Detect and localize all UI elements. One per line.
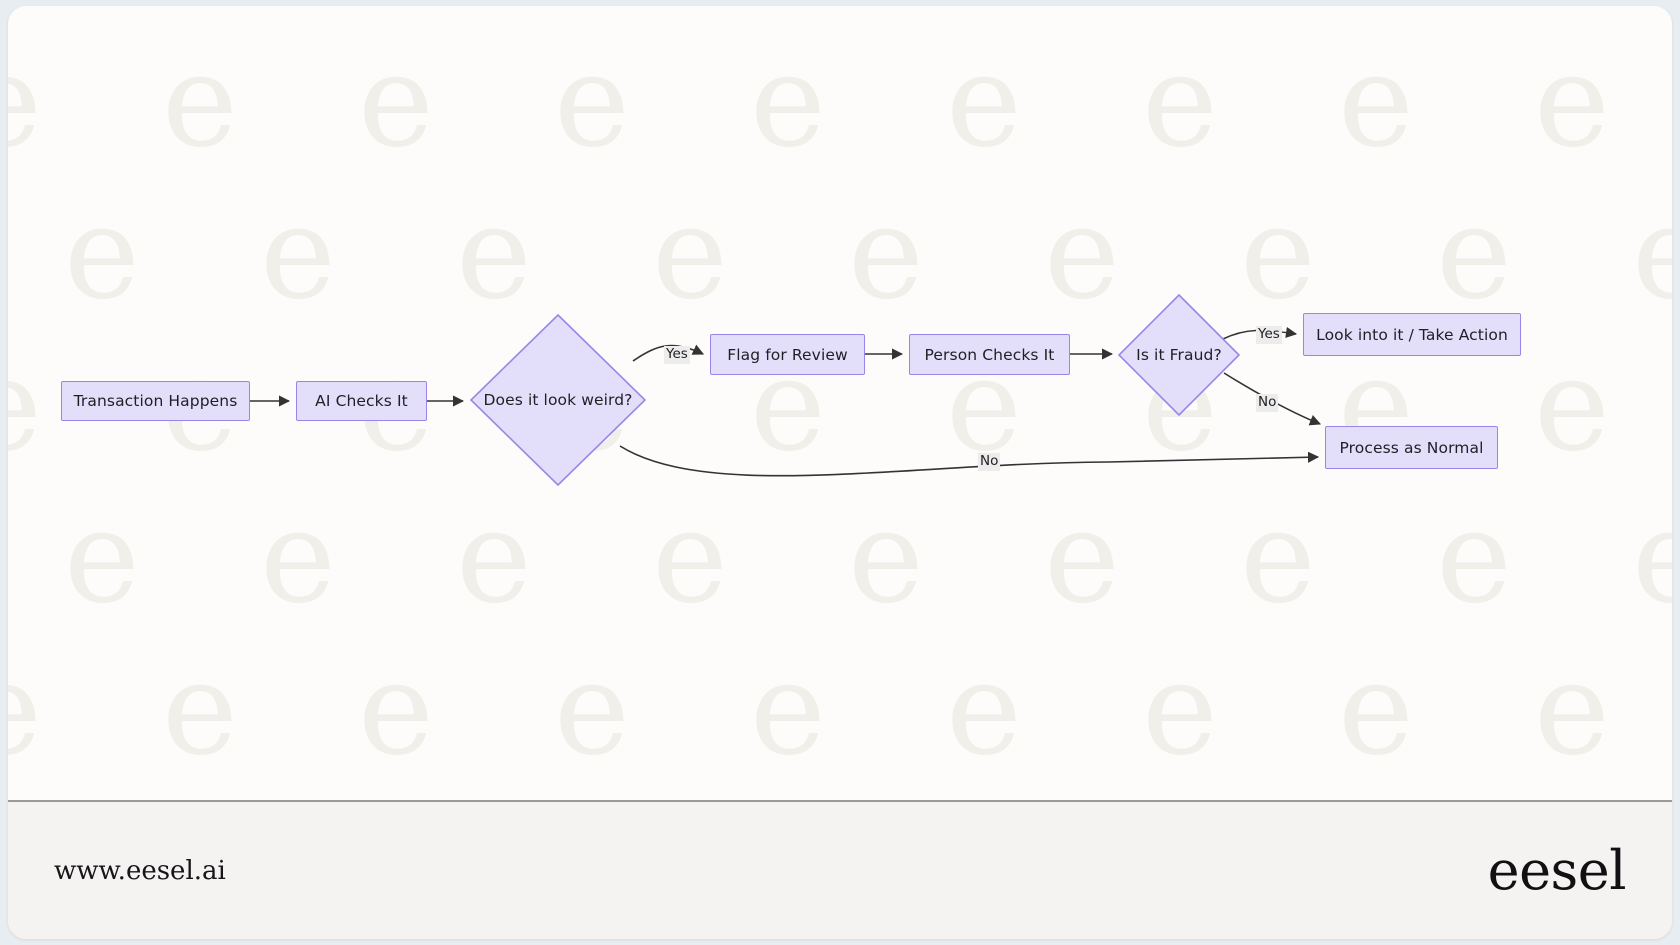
flowchart-canvas: Transaction Happens AI Checks It Does it… (8, 6, 1672, 800)
edge-fraud-yes-to-action (1222, 326, 1298, 340)
node-label: AI Checks It (315, 392, 408, 410)
edge-label-fraud-no: No (1256, 394, 1279, 412)
node-flag-for-review[interactable]: Flag for Review (710, 334, 865, 375)
node-process-as-normal[interactable]: Process as Normal (1325, 426, 1498, 469)
node-transaction-happens[interactable]: Transaction Happens (61, 381, 250, 421)
diamond-shape (1118, 294, 1240, 416)
eesel-logo: eesel (1487, 838, 1627, 902)
node-label: Flag for Review (727, 345, 848, 364)
edge-weird-no-to-process (619, 445, 1320, 477)
node-label: Process as Normal (1339, 438, 1484, 457)
footer-bar: www.eesel.ai eesel (8, 800, 1672, 939)
node-person-checks-it[interactable]: Person Checks It (909, 334, 1070, 375)
node-ai-checks-it[interactable]: AI Checks It (296, 381, 427, 421)
edge-label-weird-no: No (978, 453, 1001, 471)
edge-label-weird-yes: Yes (664, 346, 690, 364)
diamond-shape (470, 314, 646, 486)
diagram-card: eeeeeeeeeeeeeeeeeeeeeeeeeeeeeeeeeeeeeeee… (8, 6, 1672, 939)
node-label: Transaction Happens (73, 392, 238, 410)
node-label: Does it look weird? (483, 391, 633, 409)
flowchart-edges (250, 326, 1322, 477)
edge-label-fraud-yes: Yes (1256, 326, 1282, 344)
node-does-it-look-weird[interactable]: Does it look weird? (470, 314, 646, 486)
footer-url[interactable]: www.eesel.ai (54, 855, 226, 886)
node-label: Person Checks It (924, 345, 1055, 364)
node-label: Look into it / Take Action (1316, 325, 1508, 344)
node-look-into-it-take-action[interactable]: Look into it / Take Action (1303, 313, 1521, 356)
node-is-it-fraud[interactable]: Is it Fraud? (1118, 294, 1240, 416)
node-label: Is it Fraud? (1136, 346, 1222, 364)
